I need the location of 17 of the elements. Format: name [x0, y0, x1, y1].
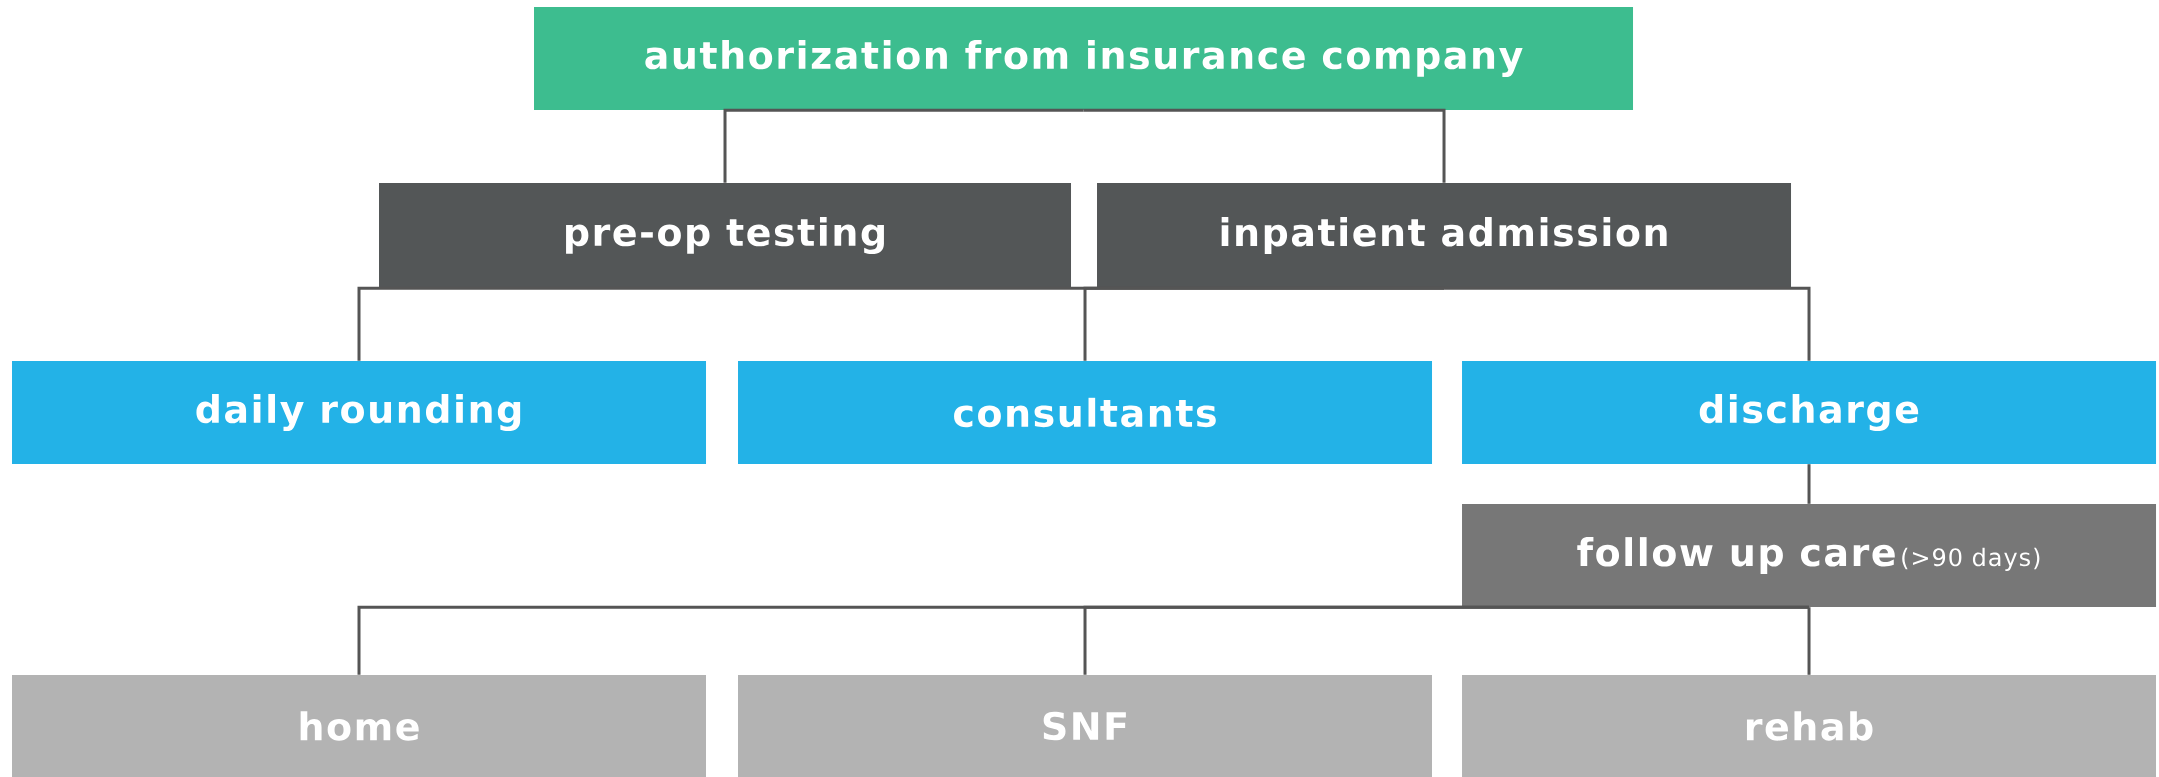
process-box: daily rounding [12, 361, 706, 464]
approval-box: authorization from insurance company [534, 7, 1633, 110]
connector [1444, 286, 1811, 361]
process-box: pre-op testing [379, 183, 1071, 288]
connector [1807, 607, 1811, 675]
connector [1807, 464, 1811, 504]
outcome-box: SNF [738, 675, 1432, 777]
process-box: inpatient admission [1097, 183, 1791, 288]
outcome-box: rehab [1462, 675, 2157, 777]
connector [723, 108, 1084, 183]
connector [1083, 286, 1444, 361]
process-box: follow up care (>90 days) [1462, 504, 2157, 607]
process-box: consultants [738, 361, 1432, 464]
process-box: discharge [1462, 361, 2157, 464]
outcome-box: home [12, 675, 706, 777]
connector [1083, 108, 1446, 183]
connector [1083, 605, 1809, 675]
